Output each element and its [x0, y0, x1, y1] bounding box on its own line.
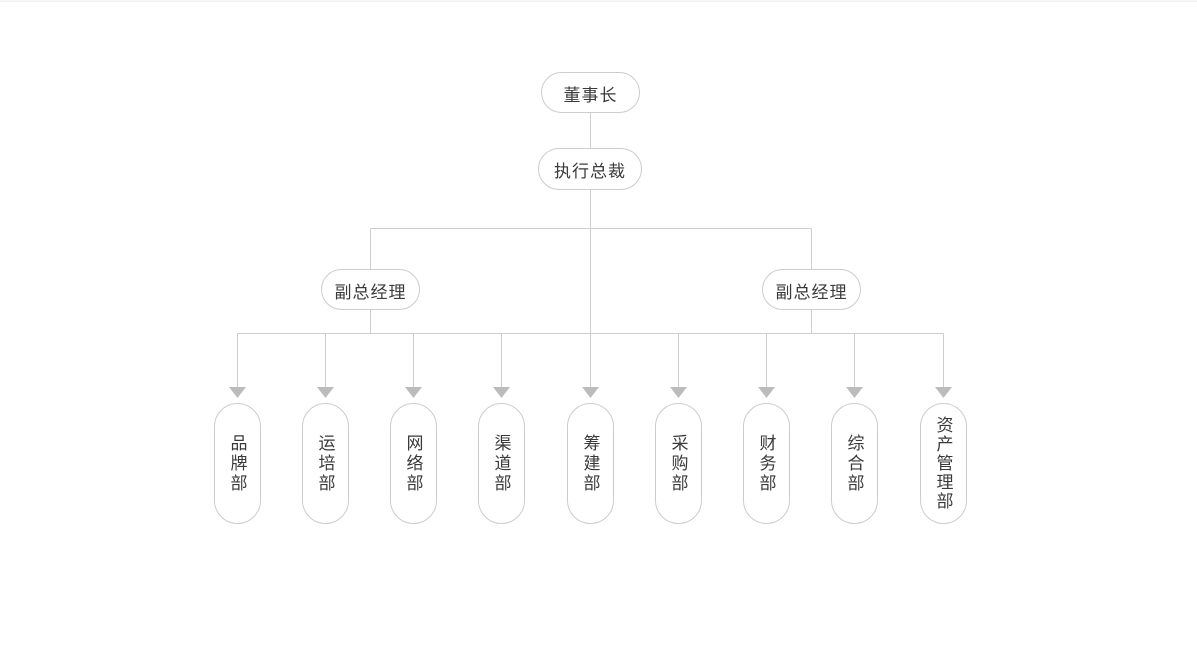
- arrow-down-icon: [405, 387, 422, 398]
- department-box-finance: 财务部: [743, 403, 790, 524]
- department-box-asset-management: 资产管理部: [920, 403, 967, 524]
- department-label: 综合部: [843, 433, 864, 494]
- department-box-procurement: 采购部: [655, 403, 702, 524]
- department-box-brand: 品牌部: [214, 403, 261, 524]
- department-label: 网络部: [402, 433, 423, 494]
- department-label: 渠道部: [490, 433, 511, 494]
- vice-manager-left-box: 副总经理: [321, 269, 420, 310]
- arrow-down-icon: [935, 387, 952, 398]
- arrow-down-icon: [317, 387, 334, 398]
- ceo-label: 执行总裁: [554, 162, 626, 182]
- department-label: 采购部: [667, 433, 688, 494]
- arrow-down-icon: [758, 387, 775, 398]
- department-box-general: 综合部: [831, 403, 878, 524]
- department-box-preparation: 筹建部: [567, 403, 614, 524]
- department-label: 资产管理部: [932, 416, 953, 511]
- top-divider: [0, 0, 1197, 2]
- ceo-box: 执行总裁: [538, 148, 642, 190]
- department-label: 品牌部: [226, 433, 247, 494]
- chairman-label: 董事长: [563, 85, 618, 106]
- arrow-down-icon: [670, 387, 687, 398]
- vice-manager-right-box: 副总经理: [762, 269, 861, 310]
- department-box-network: 网络部: [390, 403, 437, 524]
- chairman-box: 董事长: [541, 72, 640, 113]
- arrow-down-icon: [493, 387, 510, 398]
- arrow-down-icon: [846, 387, 863, 398]
- department-label: 运培部: [314, 433, 335, 494]
- vice-manager-left-label: 副总经理: [334, 282, 407, 303]
- arrow-down-icon: [229, 387, 246, 398]
- department-box-channel: 渠道部: [478, 403, 525, 524]
- department-label: 财务部: [755, 433, 776, 494]
- department-label: 筹建部: [579, 433, 600, 494]
- department-box-operations-training: 运培部: [302, 403, 349, 524]
- arrow-down-icon: [582, 387, 599, 398]
- vice-manager-right-label: 副总经理: [775, 282, 848, 303]
